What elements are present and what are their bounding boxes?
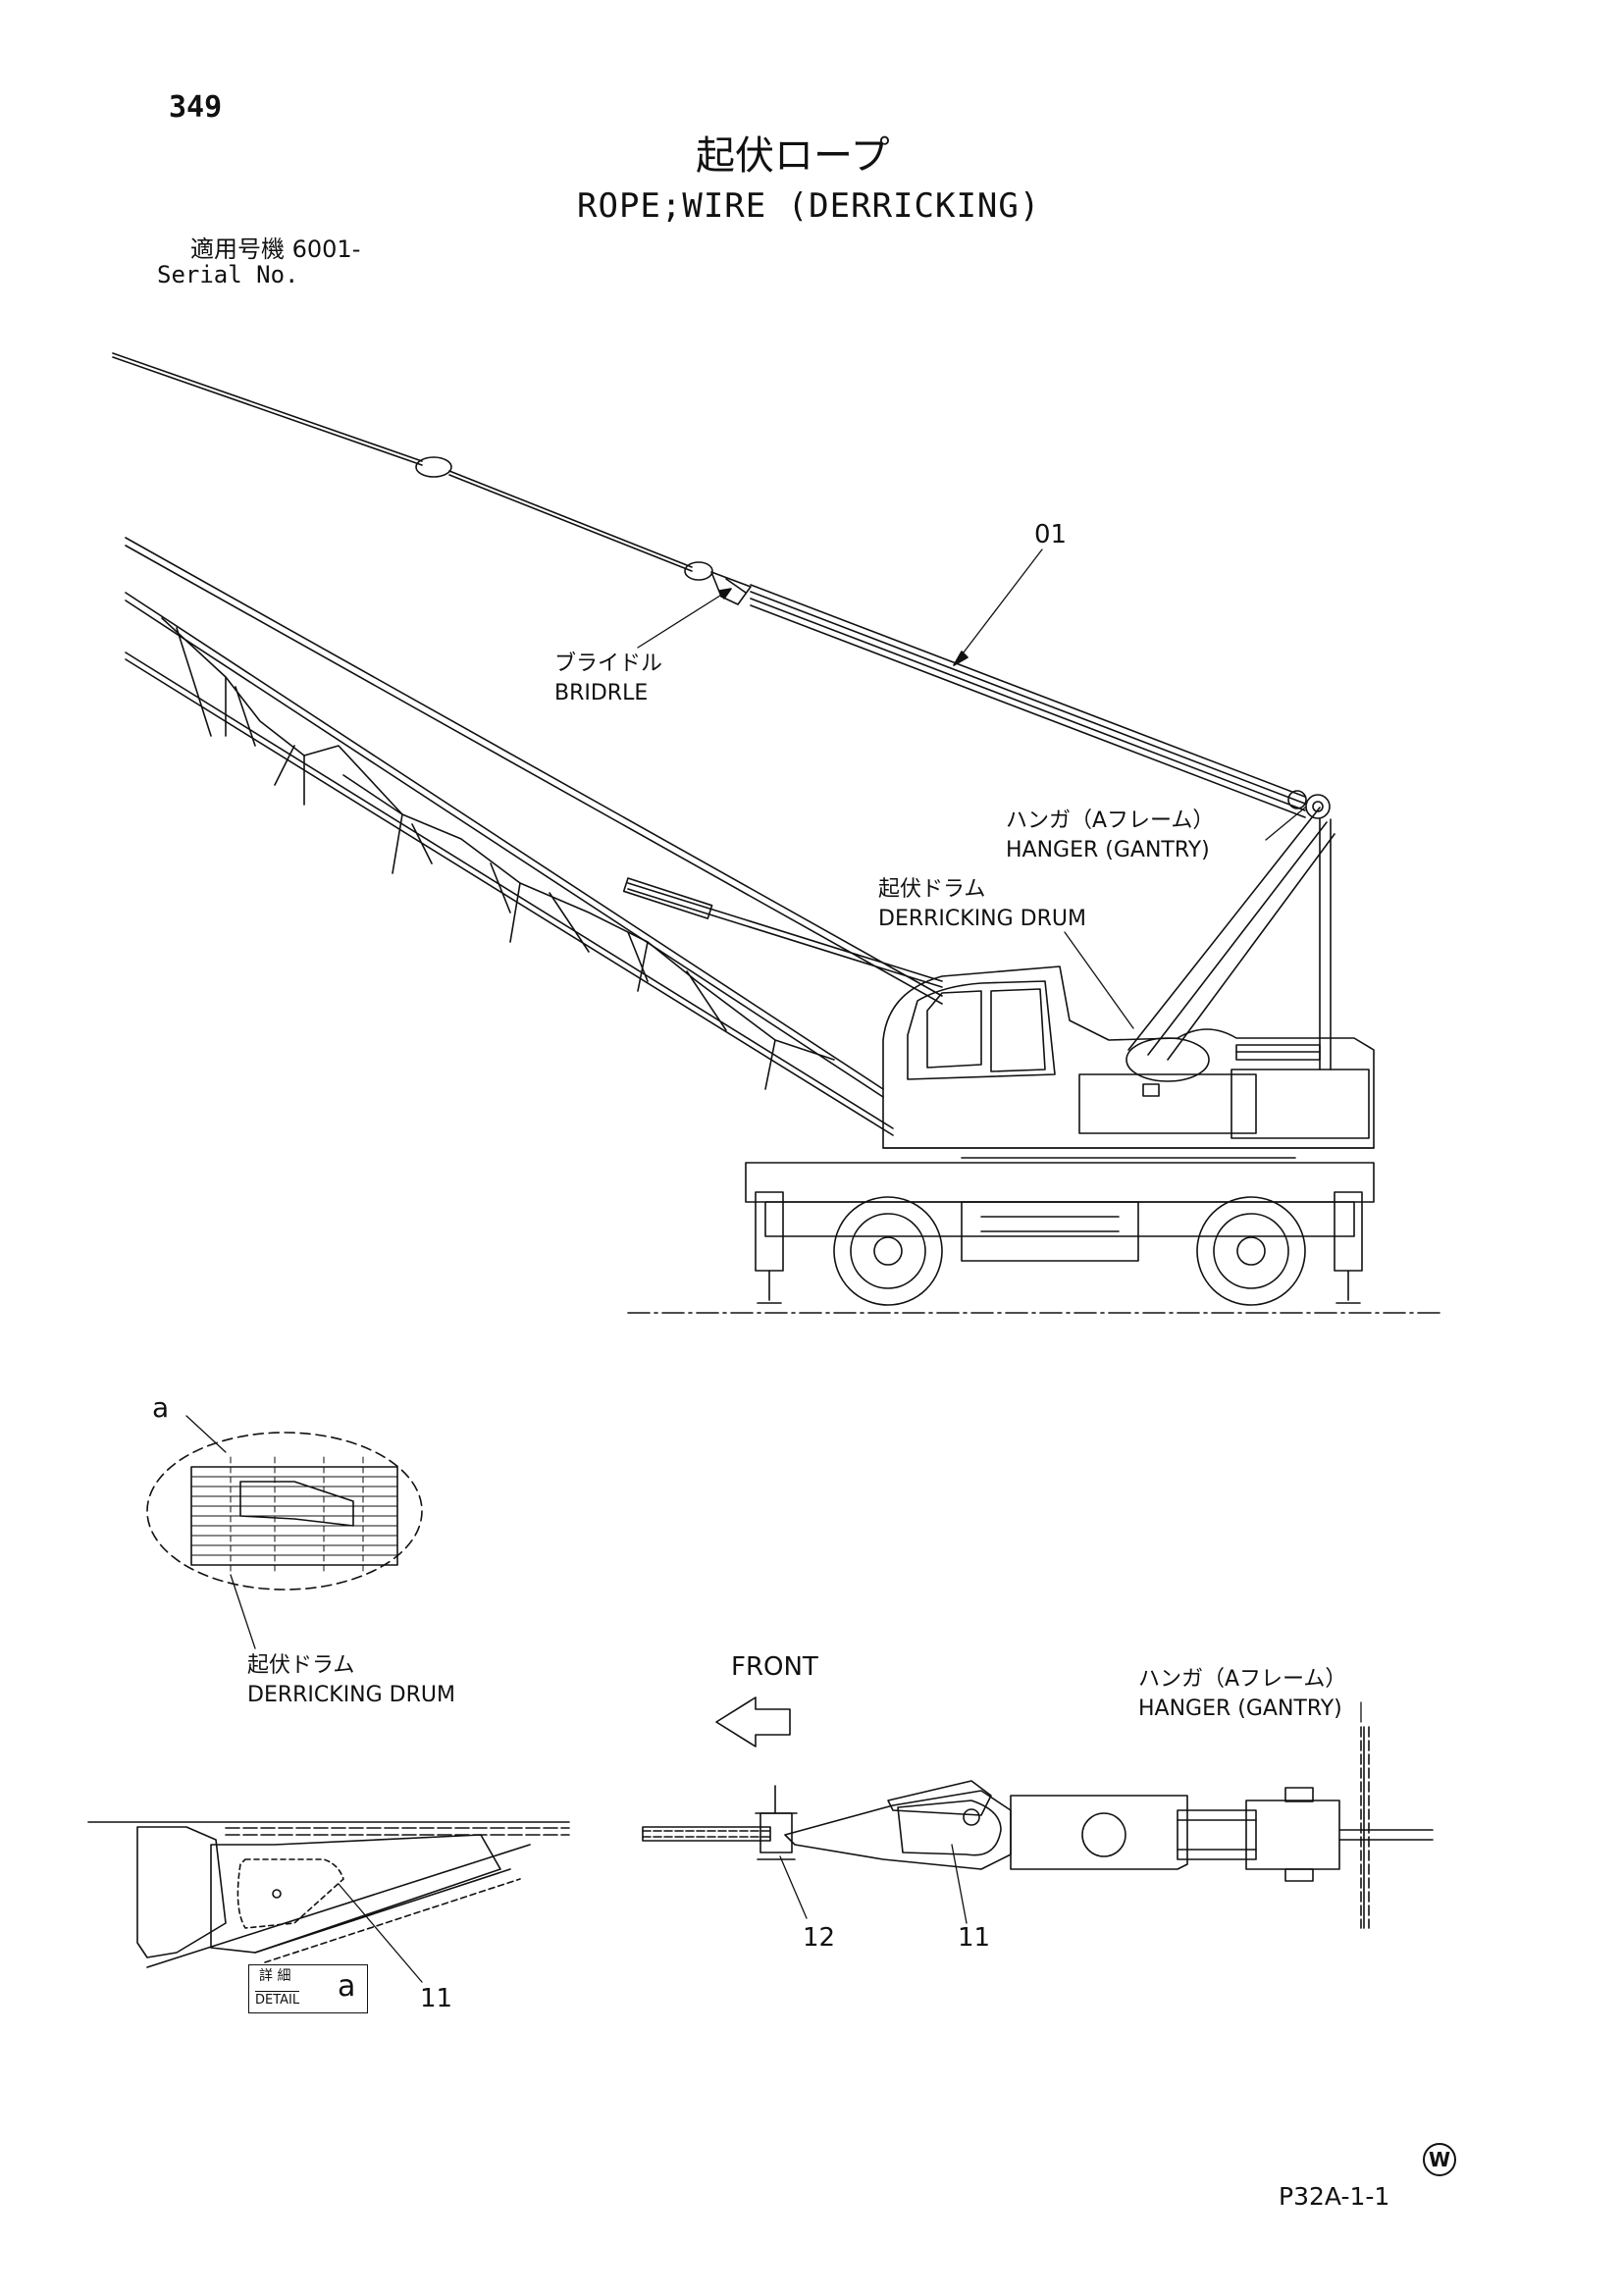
front-label: FRONT xyxy=(731,1652,818,1682)
detail-drum-label-en: DERRICKING DRUM xyxy=(247,1683,455,1707)
detail-tag-letter: a xyxy=(338,1969,356,2004)
end-hanger-label-jp: ハンガ（Aフレーム） xyxy=(1138,1667,1347,1692)
crane-side-view xyxy=(113,353,1442,1313)
rear-wheel xyxy=(1197,1197,1305,1305)
detail-tag-en: DETAIL xyxy=(255,1991,300,2008)
serial-label-jp: 適用号機 6001- xyxy=(190,235,361,263)
watermark-w: W xyxy=(1423,2143,1456,2176)
callout-a: a xyxy=(152,1391,170,1424)
carrier-chassis xyxy=(746,1163,1374,1305)
rope-end-section xyxy=(643,1697,1433,1928)
derricking-drum-label-jp: 起伏ドラム xyxy=(878,877,986,902)
bridle xyxy=(711,572,751,604)
callout-11-detail: 11 xyxy=(420,1984,453,2013)
arrowhead-01 xyxy=(954,652,968,665)
gantry xyxy=(1128,791,1335,1070)
callout-01: 01 xyxy=(1034,520,1068,549)
detail-a-view xyxy=(147,1416,422,1648)
bridle-label-en: BRIDRLE xyxy=(554,681,649,705)
derricking-wire-01 xyxy=(751,585,1305,817)
detail-drum-label-jp: 起伏ドラム xyxy=(247,1653,355,1678)
serial-label-en: Serial No. xyxy=(157,261,299,288)
main-leader-lines xyxy=(638,549,1305,1028)
derricking-drum-label-en: DERRICKING DRUM xyxy=(878,907,1086,931)
front-wheel xyxy=(834,1197,942,1305)
arrowhead-bridle xyxy=(719,589,731,599)
drawing-code: P32A-1-1 xyxy=(1279,2182,1390,2211)
page-title-jp: 起伏ロープ xyxy=(696,133,890,179)
detail-a-tag: 詳 細 DETAIL a xyxy=(248,1964,368,2013)
boom-lattice xyxy=(126,538,942,1135)
bridle-label-jp: ブライドル xyxy=(554,652,663,676)
page-title-en: ROPE;WIRE (DERRICKING) xyxy=(577,186,1041,226)
drum-socket-section xyxy=(88,1822,569,1982)
superstructure xyxy=(883,966,1374,1158)
end-hanger-label-en: HANGER (GANTRY) xyxy=(1138,1696,1342,1721)
hanger-label-jp: ハンガ（Aフレーム） xyxy=(1006,809,1215,833)
pendant-rope xyxy=(113,353,712,580)
page-number: 349 xyxy=(169,90,223,125)
hanger-label-en: HANGER (GANTRY) xyxy=(1006,838,1210,862)
detail-tag-jp: 詳 細 xyxy=(259,1968,291,1984)
front-arrow xyxy=(716,1697,790,1747)
callout-11-end: 11 xyxy=(958,1923,991,1953)
callout-12: 12 xyxy=(803,1923,836,1953)
